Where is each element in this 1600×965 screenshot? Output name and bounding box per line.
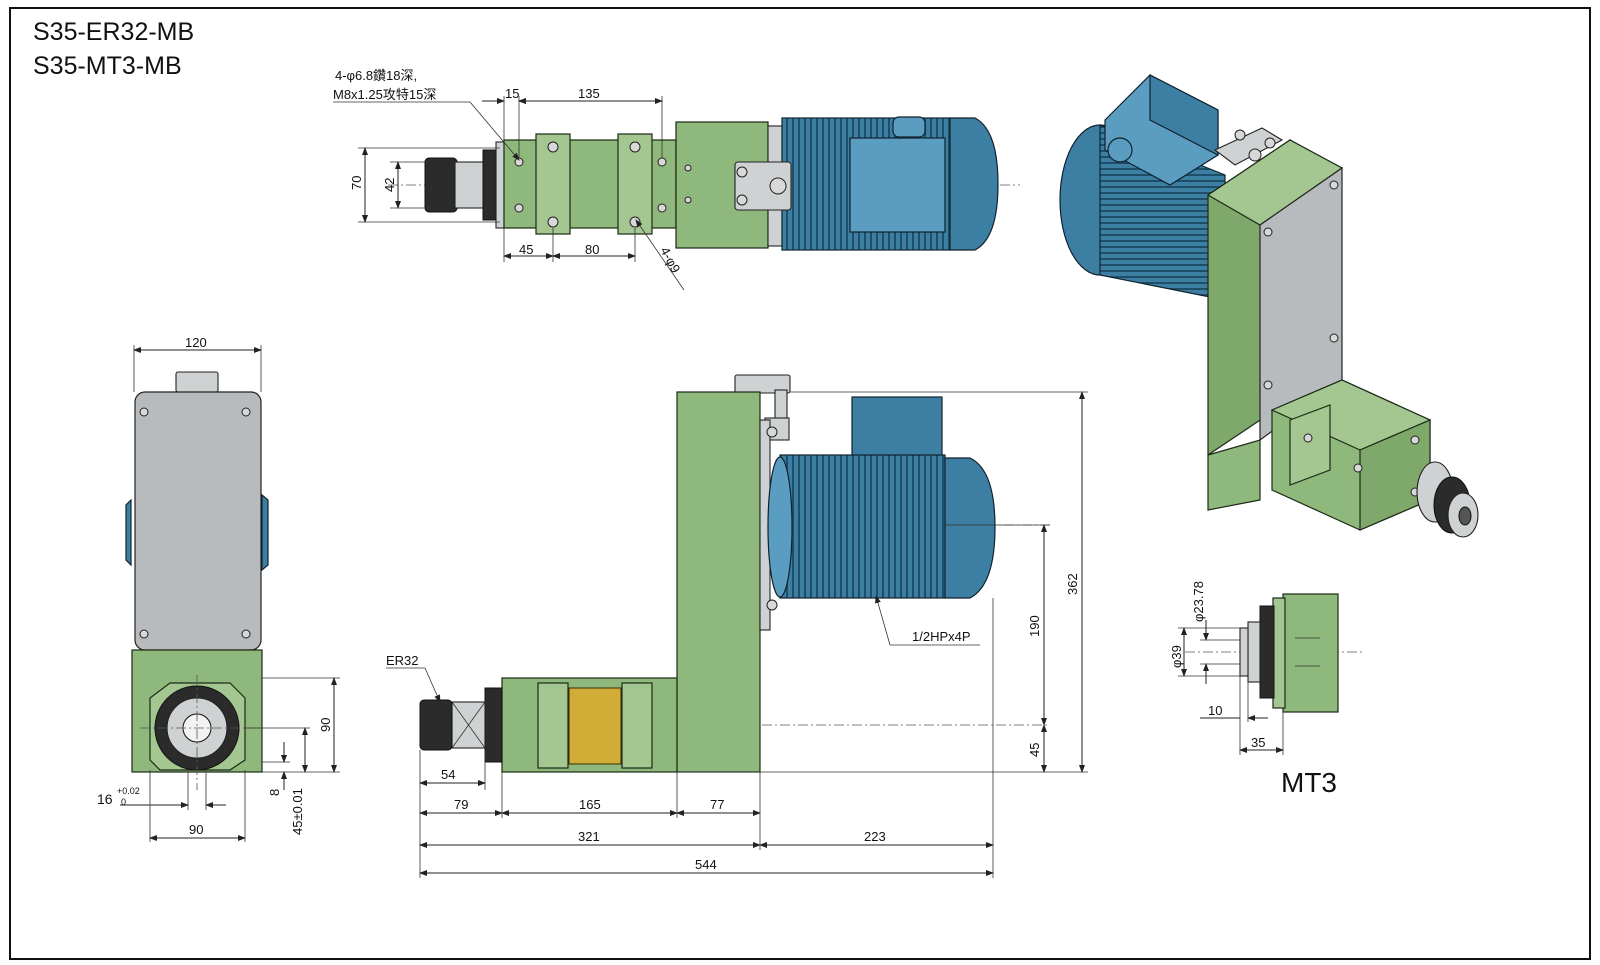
hole-note-line-1: 4-φ6.8鑽18深, [335, 68, 417, 83]
dim-phi-23-78: φ23.78 [1191, 581, 1206, 622]
hole-note-phi9: 4-φ9 [657, 244, 683, 275]
dim-135: 135 [578, 86, 600, 101]
dim-8: 8 [267, 789, 282, 796]
dim-42: 42 [382, 178, 397, 192]
dim-45-side: 45 [1027, 743, 1042, 757]
mt3-label: MT3 [1281, 767, 1337, 798]
model-title-er32: S35-ER32-MB [33, 18, 195, 46]
mt3-detail-view: φ23.78 φ39 10 35 MT3 [1169, 581, 1362, 798]
dim-54: 54 [441, 767, 455, 782]
dim-80: 80 [585, 242, 599, 257]
dim-90-horizontal: 90 [189, 822, 203, 837]
dim-120: 120 [185, 335, 207, 350]
model-title-mt3: S35-MT3-MB [33, 52, 182, 80]
dim-362: 362 [1065, 573, 1080, 595]
end-view: 120 90 45±0.01 8 16 +0.02 0 90 [97, 335, 340, 842]
dim-79: 79 [454, 797, 468, 812]
tolerance-upper: +0.02 [117, 786, 140, 796]
dim-190: 190 [1027, 615, 1042, 637]
dim-70: 70 [349, 176, 364, 190]
dim-15: 15 [505, 86, 519, 101]
dim-77: 77 [710, 797, 724, 812]
dim-phi-39: φ39 [1169, 645, 1184, 668]
top-view: 4-φ6.8鑽18深, M8x1.25攻特15深 15 135 70 42 45… [333, 68, 1020, 291]
collet-label: ER32 [386, 653, 419, 668]
dim-223: 223 [864, 829, 886, 844]
dim-16: 16 [97, 791, 113, 807]
dim-321: 321 [578, 829, 600, 844]
dim-35: 35 [1251, 735, 1265, 750]
isometric-view [1059, 74, 1479, 538]
dim-10: 10 [1208, 703, 1222, 718]
dim-45-top: 45 [519, 242, 533, 257]
dim-90-vertical: 90 [318, 718, 333, 732]
hole-note-line-2: M8x1.25攻特15深 [333, 87, 436, 102]
side-view: ER32 1/2HPx4P 54 79 165 77 321 223 544 3… [386, 374, 1088, 878]
tolerance-lower: 0 [121, 797, 126, 807]
dim-544: 544 [695, 857, 717, 872]
dim-165: 165 [579, 797, 601, 812]
dim-45-tolerance: 45±0.01 [290, 788, 305, 835]
motor-label: 1/2HPx4P [912, 629, 971, 644]
sheet-border [9, 7, 1591, 960]
